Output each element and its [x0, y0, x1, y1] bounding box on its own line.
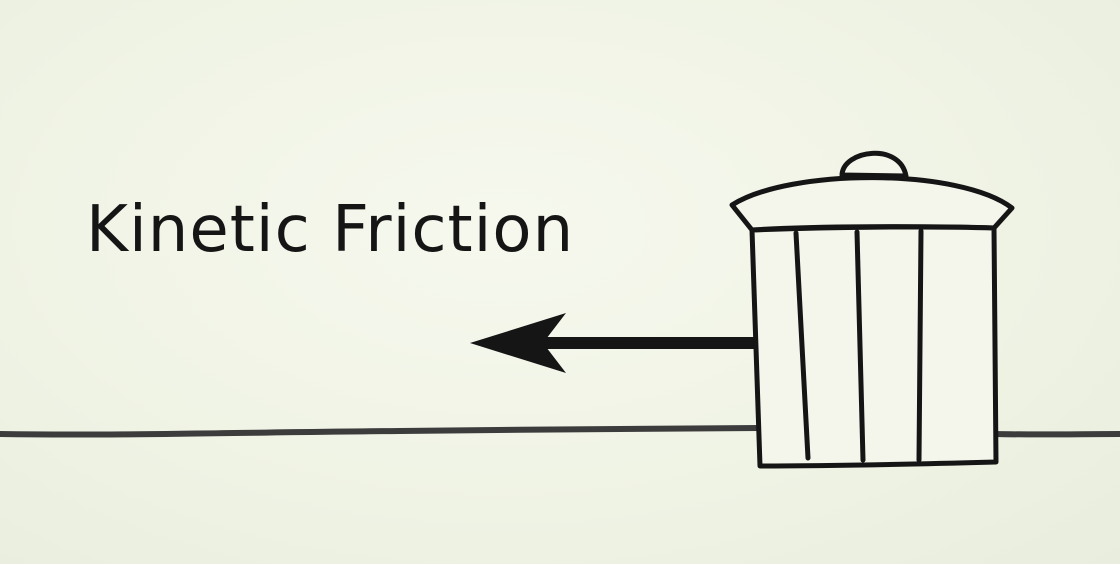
left-arrow-icon	[470, 313, 757, 373]
trash-can-icon	[729, 150, 1015, 469]
ground-line	[0, 425, 1120, 438]
force-label: Kinetic Friction	[86, 193, 575, 267]
